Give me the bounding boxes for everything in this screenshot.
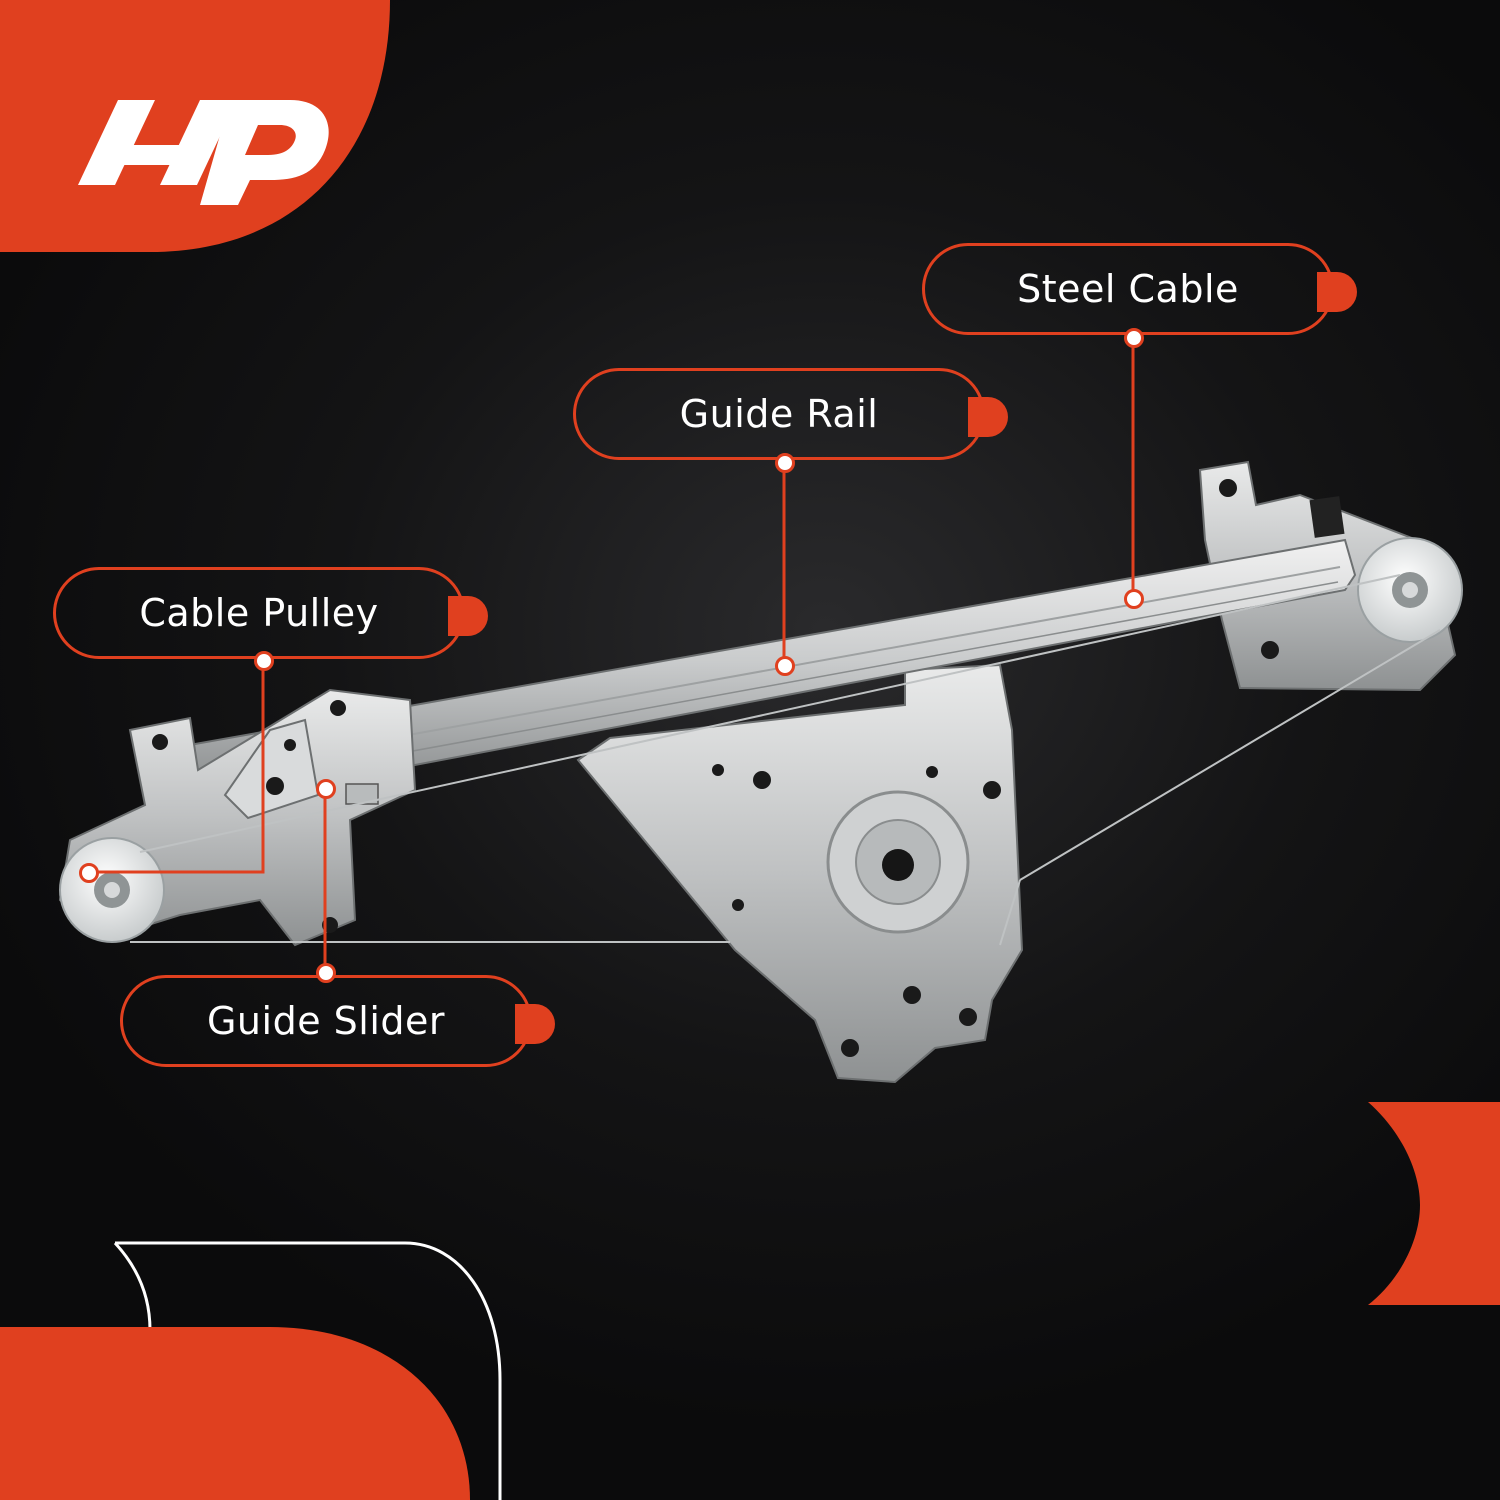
right-accent-tab — [1368, 1102, 1500, 1305]
steel-cable — [130, 574, 1441, 946]
callout-tab-icon — [448, 596, 488, 636]
callout-tab-icon — [1317, 272, 1357, 312]
center-mount-plate — [576, 663, 1024, 1084]
callout-label: Guide Rail — [679, 392, 879, 436]
cable-pulley-dot-top — [254, 651, 274, 671]
cable-pulley-dot-end — [79, 863, 99, 883]
callout-steel-cable: Steel Cable — [922, 243, 1357, 335]
callout-cable-pulley: Cable Pulley — [53, 567, 488, 659]
callout-label: Steel Cable — [1017, 267, 1239, 311]
guide-rail-dot-bottom — [775, 656, 795, 676]
steel-cable-dot-bottom — [1124, 589, 1144, 609]
callout-guide-slider: Guide Slider — [120, 975, 555, 1067]
bottom-left-outline-arc — [115, 1241, 502, 1500]
guide-slider-dot-bottom — [316, 963, 336, 983]
callout-label: Cable Pulley — [139, 591, 379, 635]
bottom-left-brand-block — [0, 1327, 470, 1500]
callout-tab-icon — [515, 1004, 555, 1044]
steel-cable-dot-top — [1124, 328, 1144, 348]
callout-guide-rail: Guide Rail — [573, 368, 1008, 460]
cable-pulley-leader — [88, 660, 265, 874]
guide-slider-dot-top — [316, 779, 336, 799]
callout-tab-icon — [968, 397, 1008, 437]
callout-label: Guide Slider — [206, 999, 446, 1043]
guide-rail-dot-top — [775, 453, 795, 473]
right-pulley — [1357, 537, 1463, 643]
